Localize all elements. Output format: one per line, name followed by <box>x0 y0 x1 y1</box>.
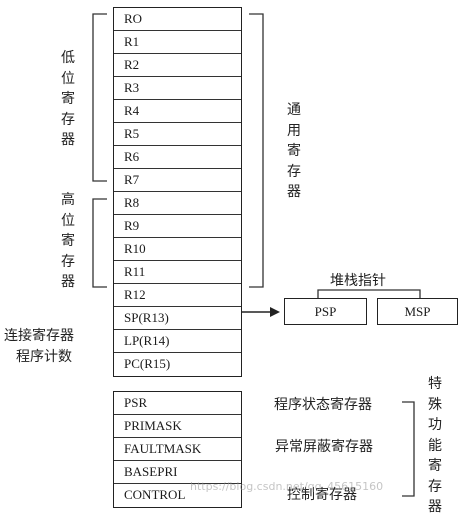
register-faultmask: FAULTMASK <box>114 438 241 461</box>
register-psr: PSR <box>114 392 241 415</box>
psr-label: 程序状态寄存器 <box>274 397 372 413</box>
register-r6: R6 <box>114 146 241 169</box>
msp-box: MSP <box>377 298 458 325</box>
register-control: CONTROL <box>124 487 186 502</box>
low-regs-bracket <box>92 13 107 182</box>
register-sp: SP(R13) <box>114 307 241 330</box>
register-lr: LP(R14) <box>114 330 241 353</box>
special-regs-bracket <box>402 401 415 497</box>
register-r8: R8 <box>114 192 241 215</box>
register-r2: R2 <box>114 54 241 77</box>
link-reg-label: 连接寄存器 <box>4 328 74 344</box>
register-r7: R7 <box>114 169 241 192</box>
register-basepri: BASEPRI <box>114 461 241 484</box>
register-r10: R10 <box>114 238 241 261</box>
psp-box: PSP <box>284 298 367 325</box>
register-primask: PRIMASK <box>114 415 241 438</box>
register-r9: R9 <box>114 215 241 238</box>
special-regs-label: 特殊功能寄存器 <box>428 376 442 515</box>
register-r12: R12 <box>114 284 241 307</box>
low-regs-label: 低位寄存器 <box>61 50 75 148</box>
register-r0: RO <box>114 8 241 31</box>
mask-label: 异常屏蔽寄存器 <box>275 439 373 455</box>
high-regs-label: 高位寄存器 <box>61 192 75 290</box>
register-r5: R5 <box>114 123 241 146</box>
register-pc: PC(R15) <box>124 356 171 371</box>
control-label: 控制寄存器 <box>287 487 357 503</box>
register-r1: R1 <box>114 31 241 54</box>
stack-bracket <box>317 289 421 298</box>
register-r11: R11 <box>114 261 241 284</box>
program-counter-label: 程序计数 <box>16 349 72 365</box>
watermark: https://blog.csdn.net/qq_45615160 <box>190 480 384 493</box>
high-regs-bracket <box>92 198 107 288</box>
general-register-column: RO R1 R2 R3 R4 R5 R6 R7 R8 R9 R10 R11 R1… <box>113 7 242 377</box>
general-regs-bracket <box>249 13 264 288</box>
stack-pointer-label: 堆栈指针 <box>330 273 386 289</box>
general-regs-label: 通用寄存器 <box>287 102 301 200</box>
register-r4: R4 <box>114 100 241 123</box>
register-r3: R3 <box>114 77 241 100</box>
special-register-column: PSR PRIMASK FAULTMASK BASEPRI CONTROL <box>113 391 242 508</box>
